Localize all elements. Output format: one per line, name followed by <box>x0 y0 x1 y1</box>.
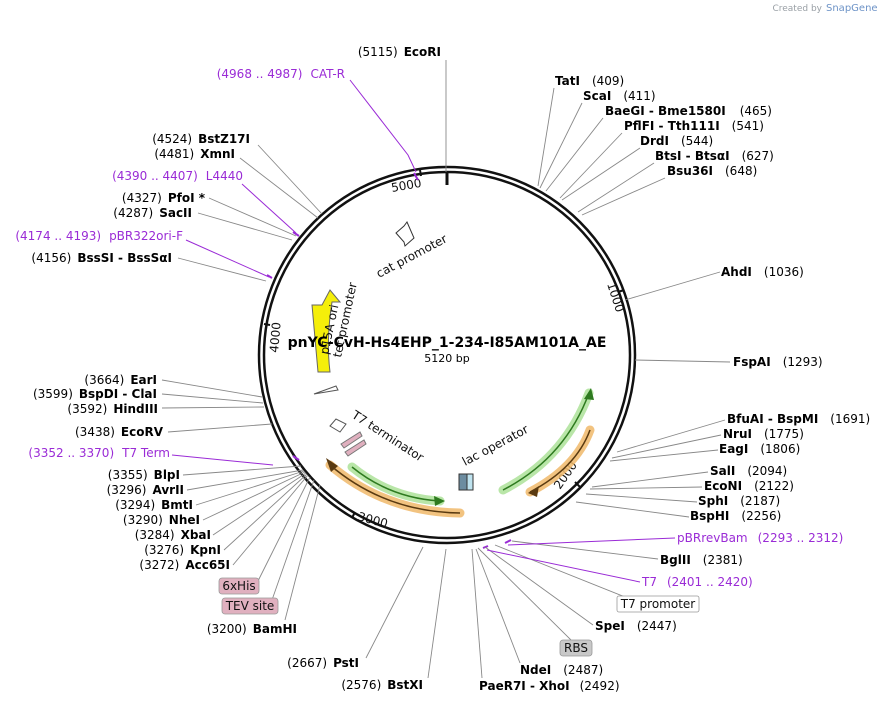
enzyme-label-ndei: NdeI(2487) <box>520 663 603 677</box>
primer-label-l4440: (4390 .. 4407)L4440 <box>112 169 243 183</box>
cds-arc-left-head <box>326 458 338 472</box>
enzyme-leaders-left <box>161 144 323 621</box>
enzyme-label-kpni: (3276)KpnI <box>144 543 221 557</box>
green-arc-left-head <box>434 496 445 506</box>
enzyme-label-bspdi: (3599)BspDI - ClaI <box>33 387 157 401</box>
enzyme-label-avrii: (3296)AvrII <box>107 483 184 497</box>
enzyme-label-nhei: (3290)NheI <box>123 513 200 527</box>
tick-5000: 5000 <box>390 176 423 195</box>
primer-label-cat-r: (4968 .. 4987)CAT-R <box>217 67 345 81</box>
enzyme-label-bsu36i: Bsu36I(648) <box>667 164 757 178</box>
lac-operator-box <box>458 473 468 491</box>
green-arc-left-glow <box>347 462 445 506</box>
tick-1000: 1000 <box>604 281 627 314</box>
primer-marks <box>266 172 512 549</box>
cds-arc-right-head <box>528 486 539 497</box>
primer-label-t7: T7(2401 .. 2420) <box>641 575 753 589</box>
t7-term-bar-2 <box>344 439 367 457</box>
t7-terminator-glyph <box>329 418 347 433</box>
enzyme-label-nrui: NruI(1775) <box>723 427 804 441</box>
enzyme-label-xmni: (4481)XmnI <box>154 147 235 161</box>
enzyme-label-bglii: BglII(2381) <box>660 553 743 567</box>
enzyme-label-ecori: (5115)EcoRI <box>358 45 441 59</box>
backbone-outer <box>257 165 637 545</box>
enzyme-label-spei: SpeI(2447) <box>595 619 677 633</box>
enzyme-label-eagi: EagI(1806) <box>719 442 800 456</box>
label-t7-promoter: T7 promoter <box>620 597 696 611</box>
enzyme-label-psti: (2667)PstI <box>287 656 359 670</box>
enzyme-label-paer7i: PaeR7I - XhoI(2492) <box>479 679 620 693</box>
p15a-ori-arrow <box>311 289 342 373</box>
label-6xhis: 6xHis <box>222 579 255 593</box>
feature-lac-operator: lac operator <box>460 422 531 469</box>
label-rbs: RBS <box>564 641 588 655</box>
enzyme-label-eari: (3664)EarI <box>84 373 157 387</box>
enzyme-label-bfuai: BfuAI - BspMI(1691) <box>727 412 870 426</box>
green-arc-left-line <box>351 466 441 502</box>
cds-arc-right-line <box>529 429 591 493</box>
enzyme-label-bamhi: (3200)BamHI <box>207 622 297 636</box>
enzyme-label-bstxi: (2576)BstXI <box>341 678 423 692</box>
enzyme-label-bsssi: (4156)BssSI - BssSαI <box>31 251 172 265</box>
enzyme-label-bsphi: BspHI(2256) <box>690 509 781 523</box>
t7-term-bar-1 <box>340 431 363 449</box>
plasmid-length: 5120 bp <box>424 352 469 365</box>
enzyme-label-ecorv: (3438)EcoRV <box>75 425 164 439</box>
enzyme-label-econi: EcoNI(2122) <box>704 479 794 493</box>
label-tev-site: TEV site <box>225 599 275 613</box>
primer-leaders <box>171 79 676 583</box>
enzyme-label-sali: SalI(2094) <box>710 464 787 478</box>
enzyme-label-pfoi: (4327)PfoI * <box>122 191 206 205</box>
green-arc-right-line <box>502 392 590 491</box>
lac-operator-box-2 <box>466 473 474 491</box>
enzyme-label-tati: TatI(409) <box>555 74 624 88</box>
box-6xhis <box>218 577 260 595</box>
enzyme-label-pflfi: PflFI - Tth111I(541) <box>624 119 764 133</box>
enzyme-label-xbai: (3284)XbaI <box>135 528 211 542</box>
enzyme-label-btsi: BtsI - BtsαI(627) <box>655 149 774 163</box>
box-rbs <box>559 639 593 657</box>
enzyme-label-scai: ScaI(411) <box>583 89 656 103</box>
primer-label-pbr322ori-f: (4174 .. 4193)pBR322ori-F <box>15 229 183 243</box>
enzyme-label-baegi: BaeGI - Bme1580I(465) <box>605 104 772 118</box>
enzyme-label-bmti: (3294)BmtI <box>115 498 193 512</box>
tet-promoter-glyph <box>313 385 339 395</box>
box-tev-site <box>221 597 279 615</box>
plasmid-name: pnYC-CvH-Hs4EHP_1-234-I85AM101A_AE <box>288 335 607 351</box>
enzyme-label-sacii: (4287)SacII <box>113 206 192 220</box>
enzyme-label-fspai: FspAI(1293) <box>733 355 823 369</box>
box-t7-promoter <box>616 595 700 613</box>
credit-brand: SnapGene <box>826 3 878 14</box>
primer-label-pbrrevbam: pBRrevBam(2293 .. 2312) <box>677 531 843 545</box>
green-arc-right-head <box>584 388 594 400</box>
credit-prefix: Created by <box>772 4 822 14</box>
enzyme-label-blpi: (3355)BlpI <box>108 468 180 482</box>
enzyme-label-drdi: DrdI(544) <box>640 134 713 148</box>
enzyme-label-hindiii: (3592)HindIII <box>67 402 158 416</box>
primer-label-t7-term: (3352 .. 3370)T7 Term <box>28 446 170 460</box>
cat-promoter-arrow <box>395 221 415 247</box>
tick-marks <box>263 169 625 519</box>
enzyme-label-bstz17i: (4524)BstZ17I <box>152 132 250 146</box>
tick-4000: 4000 <box>267 322 284 354</box>
enzyme-label-ahdi: AhdI(1036) <box>721 265 804 279</box>
enzyme-label-acc65i: (3272)Acc65I <box>139 558 230 572</box>
enzyme-label-sphi: SphI(2187) <box>698 494 780 508</box>
cds-arc-left-line <box>329 464 461 514</box>
